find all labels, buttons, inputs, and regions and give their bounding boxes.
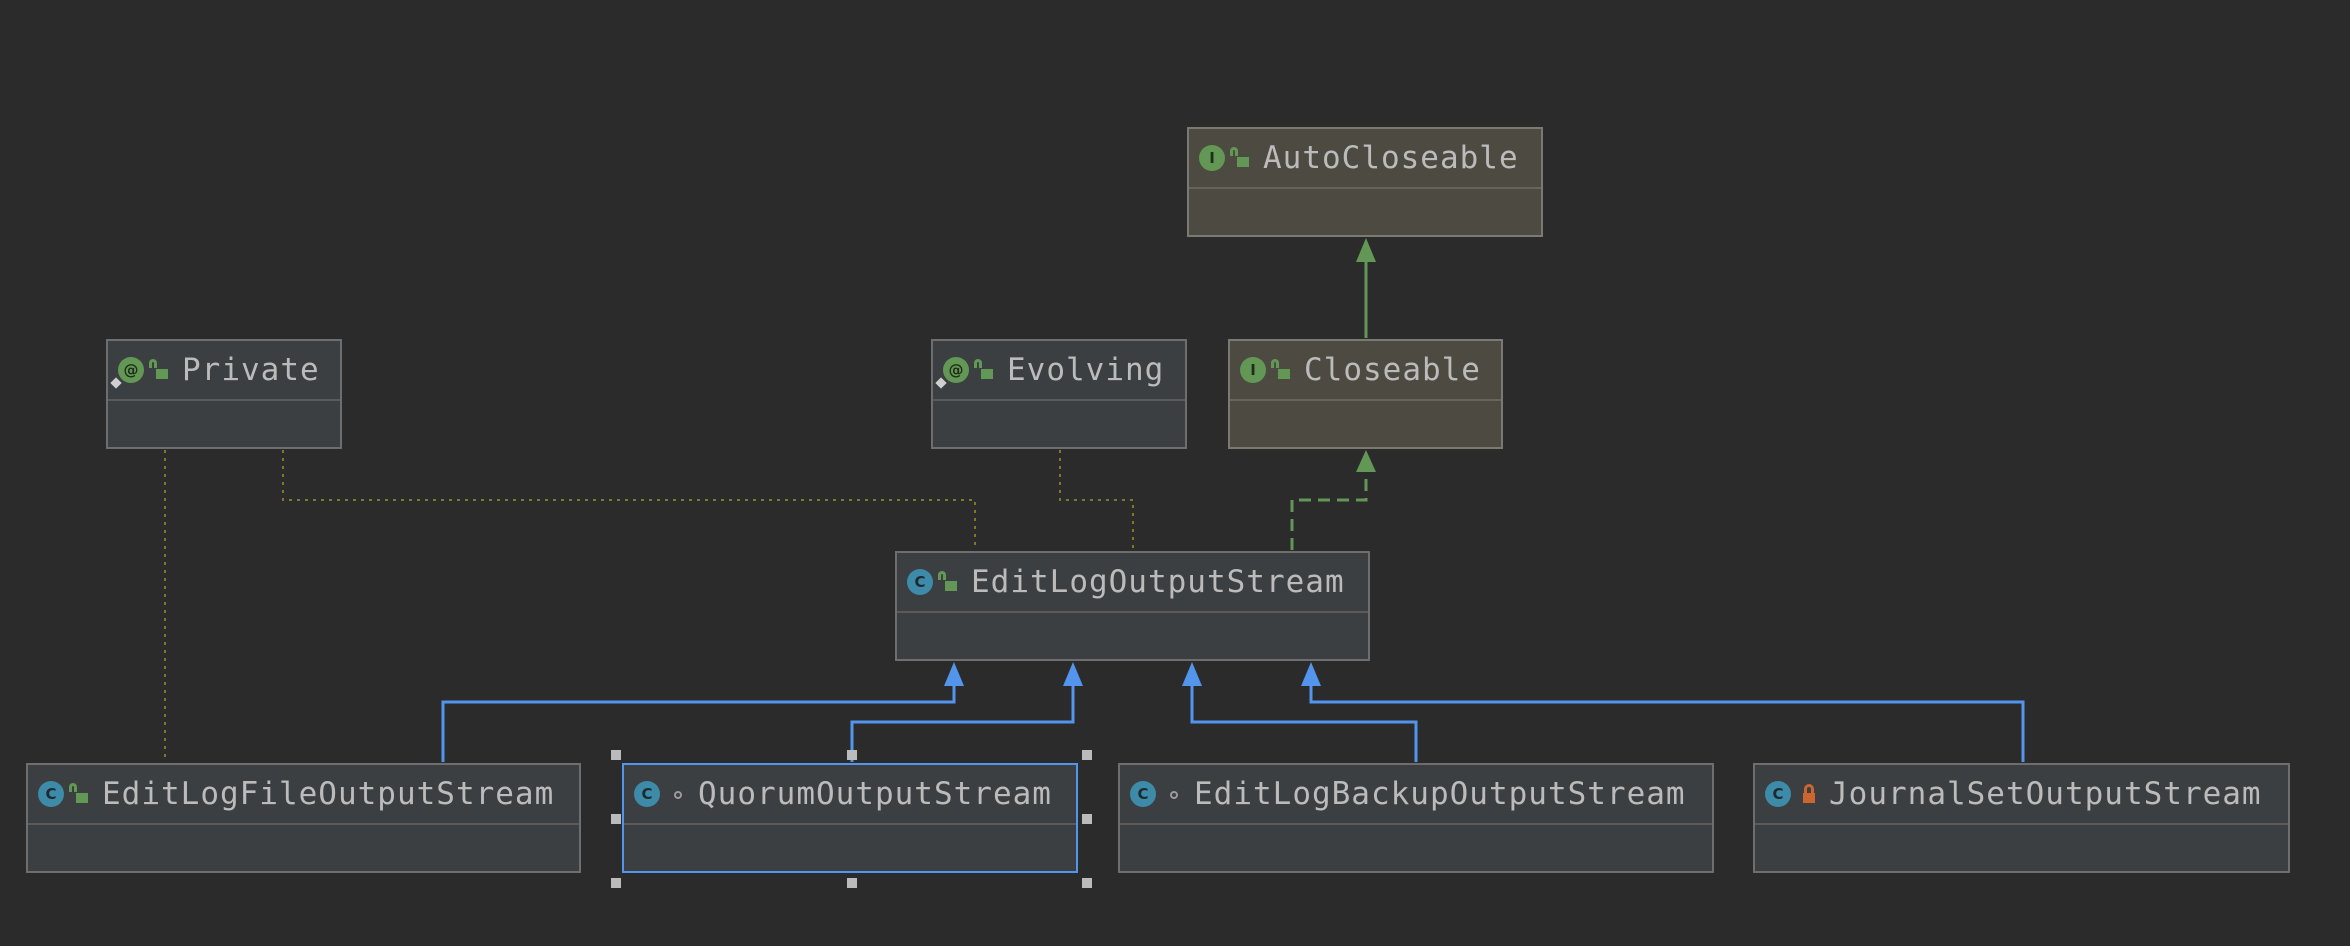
node-editlogfileoutputstream[interactable]: C EditLogFileOutputStream — [26, 763, 581, 873]
node-journalsetoutputstream[interactable]: C JournalSetOutputStream — [1753, 763, 2290, 873]
public-access-icon — [69, 783, 94, 803]
node-editlogoutputstream[interactable]: C EditLogOutputStream — [895, 551, 1370, 661]
resize-handle[interactable] — [611, 814, 621, 824]
node-closeable[interactable]: I Closeable — [1228, 339, 1503, 449]
node-header: I AutoCloseable — [1189, 129, 1541, 189]
extends-edge — [850, 686, 1075, 762]
package-private-icon — [1162, 789, 1186, 799]
annotation-icon: @ — [935, 357, 969, 389]
extends-edge — [1190, 686, 1418, 762]
node-title: JournalSetOutputStream — [1829, 776, 2262, 812]
abstract-class-icon: C — [907, 569, 933, 595]
node-editlogbackupoutputstream[interactable]: C EditLogBackupOutputStream — [1118, 763, 1714, 873]
node-header: I Closeable — [1230, 341, 1501, 401]
package-private-icon — [666, 789, 690, 799]
node-header: C QuorumOutputStream — [624, 765, 1076, 825]
node-quorumoutputstream[interactable]: C QuorumOutputStream — [622, 763, 1078, 873]
node-header: @ Private — [108, 341, 340, 401]
node-autocloseable[interactable]: I AutoCloseable — [1187, 127, 1543, 237]
node-header: C EditLogBackupOutputStream — [1120, 765, 1712, 825]
node-title: Closeable — [1304, 352, 1481, 388]
class-icon: C — [1130, 781, 1156, 807]
node-private[interactable]: @ Private — [106, 339, 342, 449]
node-header: C JournalSetOutputStream — [1755, 765, 2288, 825]
extends-interface-arrowhead — [1356, 238, 1376, 262]
extends-arrowhead — [1301, 662, 1321, 686]
class-icon: C — [1765, 781, 1791, 807]
implements-edge — [1290, 468, 1368, 550]
extends-arrowhead — [1182, 662, 1202, 686]
implements-arrowhead — [1356, 450, 1376, 472]
resize-handle[interactable] — [1082, 750, 1092, 760]
resize-handle[interactable] — [847, 878, 857, 888]
diamond-icon — [935, 377, 947, 389]
node-title: QuorumOutputStream — [698, 776, 1052, 812]
node-title: EditLogBackupOutputStream — [1194, 776, 1686, 812]
public-access-icon — [149, 359, 174, 379]
resize-handle[interactable] — [611, 750, 621, 760]
resize-handle[interactable] — [847, 750, 857, 760]
node-title: AutoCloseable — [1263, 140, 1519, 176]
private-access-icon — [1797, 784, 1821, 803]
extends-arrowhead — [1063, 662, 1083, 686]
extends-arrowhead — [944, 662, 964, 686]
public-access-icon — [1230, 147, 1255, 167]
public-access-icon — [974, 359, 999, 379]
resize-handle[interactable] — [1082, 814, 1092, 824]
diamond-icon — [110, 377, 122, 389]
annotation-icon: @ — [110, 357, 144, 389]
class-icon: C — [634, 781, 660, 807]
public-access-icon — [1271, 359, 1296, 379]
resize-handle[interactable] — [611, 878, 621, 888]
node-title: EditLogFileOutputStream — [102, 776, 555, 812]
node-title: EditLogOutputStream — [971, 564, 1345, 600]
resize-handle[interactable] — [1082, 878, 1092, 888]
extends-edge — [441, 686, 956, 762]
node-header: C EditLogOutputStream — [897, 553, 1368, 613]
node-evolving[interactable]: @ Evolving — [931, 339, 1187, 449]
node-title: Evolving — [1007, 352, 1165, 388]
annotation-edge — [282, 450, 976, 550]
class-icon: C — [38, 781, 64, 807]
node-header: C EditLogFileOutputStream — [28, 765, 579, 825]
node-header: @ Evolving — [933, 341, 1185, 401]
annotation-edge — [1059, 450, 1134, 550]
public-access-icon — [938, 571, 963, 591]
extends-edge — [1309, 686, 2025, 762]
node-title: Private — [182, 352, 320, 388]
interface-icon: I — [1199, 145, 1225, 171]
interface-icon: I — [1240, 357, 1266, 383]
